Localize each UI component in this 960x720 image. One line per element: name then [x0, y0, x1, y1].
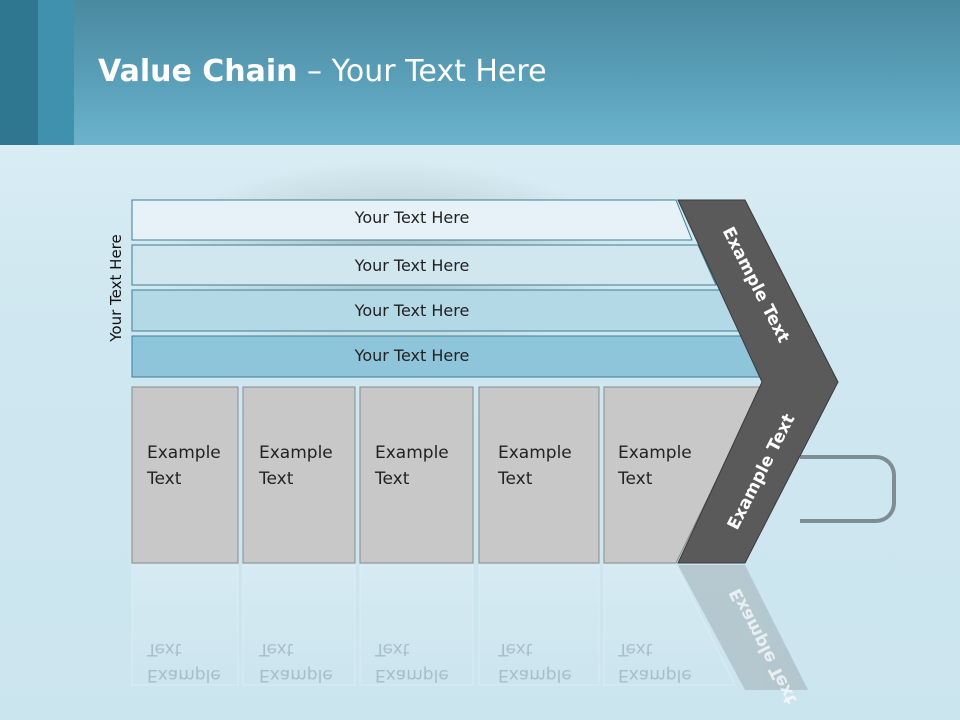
primary-box-2[interactable]: [242, 386, 356, 564]
title-rest: – Your Text Here: [297, 54, 547, 89]
support-row-1[interactable]: [131, 199, 693, 241]
primary-box-1[interactable]: [131, 386, 239, 564]
background-cable-image: [800, 455, 896, 523]
slide-header: Value Chain – Your Text Here: [0, 0, 960, 145]
header-accent-band-light: [38, 0, 74, 145]
header-accent-band: [0, 0, 38, 145]
primary-box-3[interactable]: [359, 386, 474, 564]
support-row-1-text: Your Text Here: [354, 208, 470, 227]
title-bold: Value Chain: [98, 54, 298, 89]
support-row-2-text: Your Text Here: [354, 256, 470, 275]
support-row-4-text: Your Text Here: [354, 346, 470, 365]
slide-title[interactable]: Value Chain – Your Text Here: [98, 54, 547, 89]
support-row-3-text: Your Text Here: [354, 301, 470, 320]
primary-box-4[interactable]: [478, 386, 600, 564]
margin-chevron[interactable]: [677, 199, 839, 564]
reflection: [131, 564, 808, 690]
support-row-2[interactable]: [131, 244, 717, 286]
primary-box-5[interactable]: [603, 386, 763, 564]
